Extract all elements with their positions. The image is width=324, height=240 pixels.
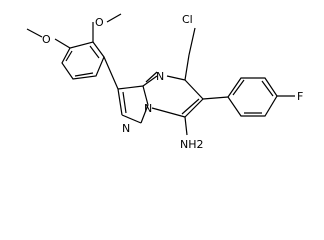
bond-c6-aryl (202, 96, 229, 100)
bond-c3a-n7a (142, 85, 149, 106)
ring-double-bond (232, 79, 245, 96)
chemical-structure: O O Cl N N N F NH2 (26, 13, 303, 151)
bond-c7-nh2 (184, 116, 188, 136)
bond-aryl-pyrazole (103, 56, 119, 90)
atom-label-cl: Cl (182, 13, 193, 26)
bond-c6-c7 (184, 98, 204, 118)
bond-methyl-o-upper (106, 13, 122, 23)
bond-c3a-n4 (142, 75, 158, 87)
bond-methyl-o-lower (26, 28, 43, 38)
bond-n4-c5 (166, 75, 186, 81)
atom-label-o-upper: O (95, 16, 104, 29)
atom-label-n-pyrazole: N (122, 122, 130, 135)
fluorophenyl-ring (227, 77, 278, 117)
ring-double-bond (89, 45, 100, 59)
ring-double-bond (65, 50, 73, 62)
bond-c6-c7-double (181, 98, 200, 115)
bond-n7a-n1 (140, 104, 149, 124)
bond-o-lower-ring (54, 38, 71, 49)
atom-label-f: F (297, 90, 303, 103)
bond-c5-c6 (184, 79, 204, 100)
bond-n1-c2 (121, 114, 142, 124)
bond-ch2-cl (188, 27, 196, 56)
ring-double-bond (261, 80, 274, 97)
atom-label-n-top: N (156, 70, 164, 83)
bond-c5-ch2 (184, 54, 190, 81)
bond-c3a-n4-double (145, 71, 158, 83)
bond-c2-c3-double (122, 91, 127, 114)
atom-label-o-lower: O (42, 33, 51, 46)
ring-double-bond (74, 72, 94, 77)
bond-c3-c3a (117, 85, 144, 90)
atom-label-nh2: NH2 (180, 138, 204, 151)
bond-c2-c3 (117, 88, 123, 116)
atom-label-n-bridge: N (144, 102, 152, 115)
bond-c7-n7a (151, 107, 186, 118)
